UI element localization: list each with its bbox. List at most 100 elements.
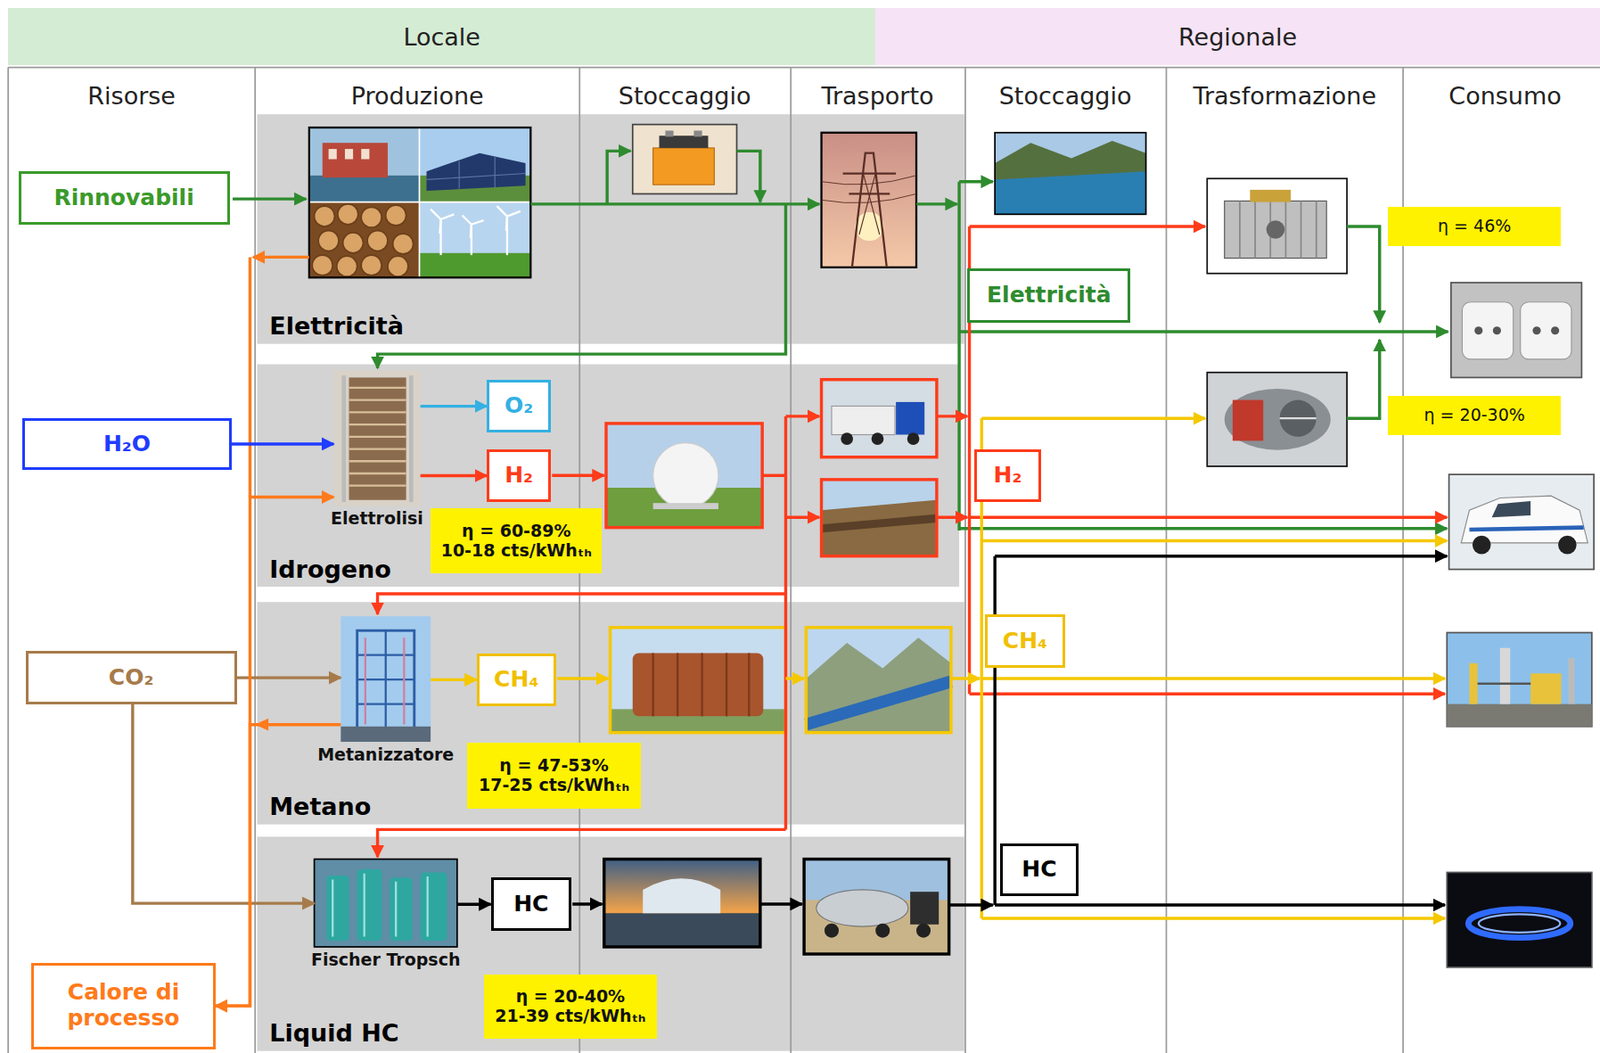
node-text: CH₄	[493, 666, 539, 693]
node-text: η = 20-40%	[516, 986, 625, 1007]
hydrogen-wires	[784, 416, 788, 829]
hydrogen-wires	[551, 474, 604, 477]
hydrocarbon-wires	[572, 902, 602, 905]
efficiency-note: η = 20-40%21-39 cts/kWhₜₕ	[484, 974, 658, 1039]
fischer-tropsch-plant-photo	[420, 871, 448, 941]
renewable-plants-photo	[439, 219, 442, 255]
car-photo	[1492, 500, 1532, 517]
electricity-wires	[959, 180, 993, 183]
electricity-wires	[1346, 226, 1380, 323]
carrier-box: CH₄	[984, 614, 1066, 668]
electrolyser-photo	[409, 375, 414, 502]
tanker-truck-photo	[804, 859, 950, 954]
hydrocarbon-wires	[992, 556, 996, 905]
hydrogen-truck-photo	[821, 379, 937, 458]
hydrogen-storage-photo	[606, 423, 763, 528]
node-text: HC	[513, 891, 549, 918]
node-text: η = 46%	[1437, 216, 1511, 237]
electrolyser-photo	[341, 375, 346, 502]
hydrogen-pipeline-photo	[821, 479, 937, 557]
renewable-plants-photo	[494, 155, 496, 188]
renewable-plants-photo	[361, 254, 382, 276]
industry-photo	[1468, 663, 1477, 705]
hydrogen-wires	[969, 691, 1445, 695]
gas-holder-photo	[676, 652, 679, 716]
node-text: Calore di processo	[40, 979, 206, 1032]
renewable-plants-photo	[322, 142, 388, 178]
renewable-plants-photo	[462, 214, 472, 224]
hydrogen-wires	[785, 414, 820, 418]
methanation-plant-photo	[402, 637, 405, 724]
renewable-plants-photo	[314, 205, 336, 227]
battery-photo	[664, 130, 673, 137]
renewable-plants-photo	[441, 213, 455, 220]
renewable-plants-photo	[507, 211, 521, 217]
process-heat-box: Calore di processo	[31, 962, 215, 1050]
column-header: Consumo	[1448, 82, 1561, 110]
hydrogen-wires	[936, 414, 968, 418]
methanation-plant-photo	[364, 637, 367, 724]
renewable-plants-photo	[419, 202, 532, 279]
methane-wires	[981, 676, 1445, 680]
renewable-plants-photo	[430, 205, 521, 255]
renewable-plants-photo	[309, 127, 531, 278]
scope-band: Locale	[8, 8, 876, 66]
turbine-photo	[1280, 417, 1317, 419]
renewable-plants-photo	[506, 216, 508, 231]
hydrogen-wires	[969, 224, 1206, 228]
node-text: η = 20-30%	[1424, 405, 1526, 426]
process-unit: Metanizzatore	[340, 615, 431, 742]
fischer-tropsch-plant-photo	[314, 859, 458, 947]
fischer-tropsch-plant-photo	[314, 859, 458, 947]
industry-photo	[1500, 648, 1510, 705]
process-unit: Fischer Tropsch	[314, 859, 458, 947]
electrolyser-photo	[349, 423, 407, 426]
renewable-plants-photo	[309, 127, 420, 203]
industry-photo	[1568, 657, 1576, 704]
methane-wires	[981, 539, 1447, 542]
tanker-truck-photo	[910, 891, 939, 925]
electrolyser-photo	[333, 369, 420, 506]
methane-wires	[557, 676, 608, 680]
car-photo	[1472, 535, 1492, 555]
turbine-photo	[1206, 372, 1347, 467]
renewable-plants-photo	[328, 148, 337, 159]
fischer-tropsch-plant-photo	[426, 876, 429, 937]
turbine-photo	[1206, 372, 1347, 467]
electrolyser-photo	[349, 447, 407, 450]
node-text: H₂	[993, 462, 1023, 489]
power-line-photo	[862, 173, 879, 236]
hydrogen-truck-photo	[821, 379, 937, 458]
renewable-plants-photo	[309, 175, 420, 203]
node-text: Regionale	[1178, 23, 1297, 51]
tanker-truck-photo	[804, 859, 950, 954]
renewable-plants-photo	[311, 254, 333, 276]
fischer-tropsch-plant-photo	[389, 877, 412, 941]
industry-photo	[1446, 632, 1592, 727]
gas-holder-photo	[610, 627, 787, 733]
resource-box: H₂O	[22, 418, 232, 469]
renewable-plants-photo	[361, 148, 370, 159]
industry-photo	[1530, 672, 1561, 704]
electrolyser-photo	[349, 484, 407, 487]
flow-arrow	[420, 474, 487, 477]
renewable-plants-photo	[309, 201, 531, 204]
gas-pipeline-photo	[805, 627, 952, 733]
socket-photo	[1461, 302, 1513, 360]
hydrogen-truck-photo	[840, 432, 854, 445]
power-line-photo	[843, 172, 897, 174]
electricity-wires	[232, 150, 1448, 531]
turbine-photo	[1224, 388, 1331, 451]
node-text: H₂O	[103, 431, 151, 458]
electricity-wires	[377, 204, 787, 369]
methane-wires	[785, 676, 805, 680]
table-grid	[8, 67, 1600, 1053]
power-line-photo	[821, 132, 917, 268]
renewable-plants-photo	[336, 255, 358, 277]
electricity-wires	[232, 196, 306, 200]
hydrogen-wires	[762, 474, 786, 477]
hydrocarbon-wires	[949, 902, 993, 906]
electrolyser-photo	[349, 472, 407, 475]
power-line-photo	[821, 132, 917, 268]
efficiency-note: η = 20-30%	[1387, 395, 1562, 435]
